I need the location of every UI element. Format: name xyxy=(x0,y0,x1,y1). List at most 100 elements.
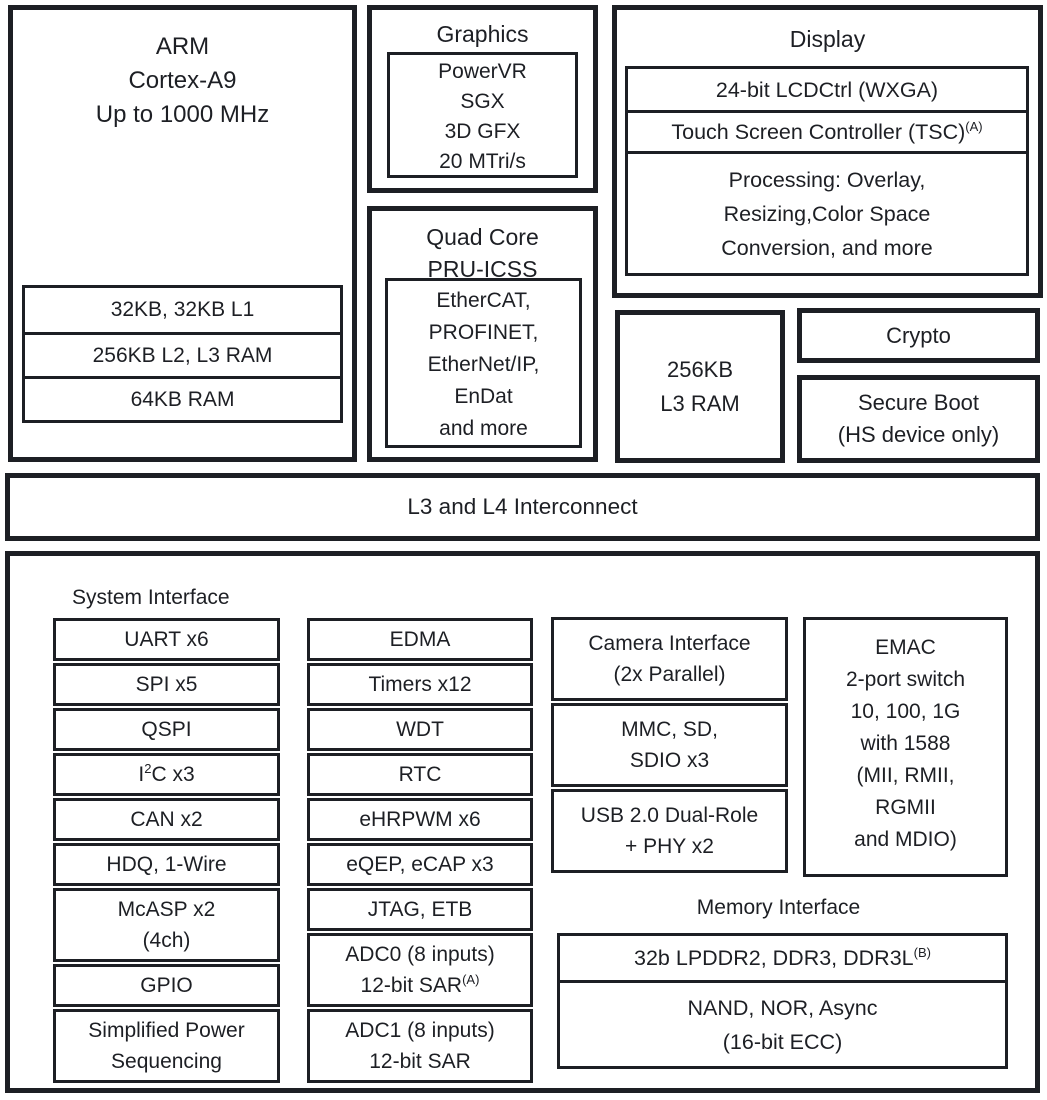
superscript-note: 2 xyxy=(144,761,152,776)
text-line: eHRPWM x6 xyxy=(359,808,481,831)
pru-protocol-line: EnDat xyxy=(454,385,513,408)
peripheral-row: USB 2.0 Dual-Role+ PHY x2 xyxy=(551,789,788,873)
text-line: EDMA xyxy=(389,628,451,651)
secure-boot-block: Secure Boot(HS device only) xyxy=(797,375,1040,463)
arm-title: ARM Cortex-A9 Up to 1000 MHz xyxy=(13,10,352,132)
text-line: CAN x2 xyxy=(130,808,203,831)
text-line: SDIO x3 xyxy=(629,749,710,772)
arm-title-line: Cortex-A9 xyxy=(128,67,237,94)
text-line: 32b LPDDR2, DDR3, DDR3L(B) xyxy=(634,944,931,970)
text-line: Touch Screen Controller (TSC)(A) xyxy=(671,118,983,144)
display-title: Display xyxy=(789,26,866,52)
emac-line: RGMII xyxy=(875,796,936,819)
superscript-note: (A) xyxy=(965,118,983,134)
superscript-note: (B) xyxy=(913,944,931,960)
peripheral-row: JTAG, ETB xyxy=(307,888,533,931)
secure-boot-line: (HS device only) xyxy=(837,422,1000,447)
peripheral-row: eQEP, eCAP x3 xyxy=(307,843,533,886)
gpu-core-line: 3D GFX xyxy=(444,120,521,143)
system-interface-label: System Interface xyxy=(72,586,230,609)
text-line: 12-bit SAR xyxy=(369,1050,471,1073)
graphics-title: Graphics xyxy=(436,21,529,47)
display-block: Display 24-bit LCDCtrl (WXGA) Touch Scree… xyxy=(612,5,1043,298)
peripheral-row: QSPI xyxy=(53,708,280,751)
text-line: Resizing,Color Space xyxy=(723,201,931,226)
emac-line: (MII, RMII, xyxy=(856,764,955,787)
peripheral-row: HDQ, 1-Wire xyxy=(53,843,280,886)
text-line: 24-bit LCDCtrl (WXGA) xyxy=(715,77,939,102)
peripheral-row: UART x6 xyxy=(53,618,280,661)
text-line: (4ch) xyxy=(142,929,191,952)
text-line: Sequencing xyxy=(111,1050,222,1073)
peripheral-row: ADC0 (8 inputs)12-bit SAR(A) xyxy=(307,933,533,1007)
arm-memory-stack: 32KB, 32KB L1 256KB L2, L3 RAM 64KB RAM xyxy=(22,285,343,423)
emac-line: 10, 100, 1G xyxy=(850,700,961,723)
text-line: eQEP, eCAP x3 xyxy=(346,853,494,876)
arm-title-line: ARM xyxy=(155,33,210,60)
arm-subsystem-block: ARM Cortex-A9 Up to 1000 MHz 32KB, 32KB L1… xyxy=(8,5,357,462)
text-line: Simplified Power xyxy=(88,1019,245,1042)
pru-protocol-line: EtherCAT, xyxy=(436,289,531,312)
memory-row: NAND, NOR, Async(16-bit ECC) xyxy=(560,980,1005,1066)
text-line: (2x Parallel) xyxy=(613,663,726,686)
peripheral-row: McASP x2(4ch) xyxy=(53,888,280,962)
display-feature-stack: 24-bit LCDCtrl (WXGA) Touch Screen Contro… xyxy=(625,66,1029,276)
gpu-core-line: SGX xyxy=(460,90,505,113)
display-feature-row: 24-bit LCDCtrl (WXGA) xyxy=(628,69,1026,110)
peripheral-row: Camera Interface (2x Parallel) xyxy=(551,617,788,701)
pru-protocol-line: EtherNet/IP, xyxy=(427,353,540,376)
interconnect-label: L3 and L4 Interconnect xyxy=(407,494,638,519)
text-line: UART x6 xyxy=(124,628,209,651)
text-line: WDT xyxy=(396,718,444,741)
text-line: 64KB RAM xyxy=(130,387,235,411)
text-line: (16-bit ECC) xyxy=(722,1029,843,1054)
gpu-core-line: 20 MTri/s xyxy=(439,150,526,173)
interconnect-bar: L3 and L4 Interconnect xyxy=(5,473,1040,541)
text-line: QSPI xyxy=(141,718,192,741)
arm-title-line: Up to 1000 MHz xyxy=(95,101,270,128)
pru-title-line: Quad Core xyxy=(426,224,539,250)
arm-memory-row: 32KB, 32KB L1 xyxy=(25,288,340,332)
text-line: ADC1 (8 inputs) xyxy=(345,1019,495,1042)
peripheral-row: CAN x2 xyxy=(53,798,280,841)
l3-ram-line: L3 RAM xyxy=(660,390,740,416)
media-connectivity-column: Camera Interface (2x Parallel) MMC, SD, SDI… xyxy=(551,617,788,875)
memory-interface-label: Memory Interface xyxy=(696,896,861,919)
emac-line: and MDIO) xyxy=(854,828,957,851)
peripheral-row: WDT xyxy=(307,708,533,751)
display-feature-row: Processing: Overlay,Resizing,Color Space… xyxy=(628,151,1026,273)
text-line: 256KB L2, L3 RAM xyxy=(92,343,273,367)
peripheral-row: Timers x12 xyxy=(307,663,533,706)
superscript-note: (A) xyxy=(462,972,480,987)
text-line: Camera Interface xyxy=(588,632,751,655)
text-line: USB 2.0 Dual-Role xyxy=(580,804,759,827)
l3-ram-block: 256KB L3 RAM xyxy=(615,310,785,463)
peripheral-row: eHRPWM x6 xyxy=(307,798,533,841)
text-line: Conversion, and more xyxy=(721,235,933,260)
emac-line: with 1588 xyxy=(860,732,951,755)
pru-protocol-line: PROFINET, xyxy=(428,321,539,344)
crypto-label: Crypto xyxy=(886,322,951,348)
peripheral-row: ADC1 (8 inputs) 12-bit SAR xyxy=(307,1009,533,1083)
memory-interface-stack: 32b LPDDR2, DDR3, DDR3L(B) NAND, NOR, Asy… xyxy=(557,933,1008,1069)
display-feature-row: Touch Screen Controller (TSC)(A) xyxy=(628,110,1026,151)
peripheral-row: RTC xyxy=(307,753,533,796)
text-line: Timers x12 xyxy=(368,673,472,696)
arm-memory-row: 256KB L2, L3 RAM xyxy=(25,332,340,376)
text-line: JTAG, ETB xyxy=(367,898,473,921)
emac-line: EMAC xyxy=(875,636,936,659)
text-line: 32KB, 32KB L1 xyxy=(110,298,255,321)
text-line: GPIO xyxy=(140,974,193,997)
text-line: ADC0 (8 inputs) xyxy=(345,943,495,966)
peripheral-row: GPIO xyxy=(53,964,280,1007)
text-line: MMC, SD, xyxy=(621,718,718,741)
l3-ram-line: 256KB xyxy=(666,356,734,382)
pru-protocol-line: and more xyxy=(439,417,528,440)
